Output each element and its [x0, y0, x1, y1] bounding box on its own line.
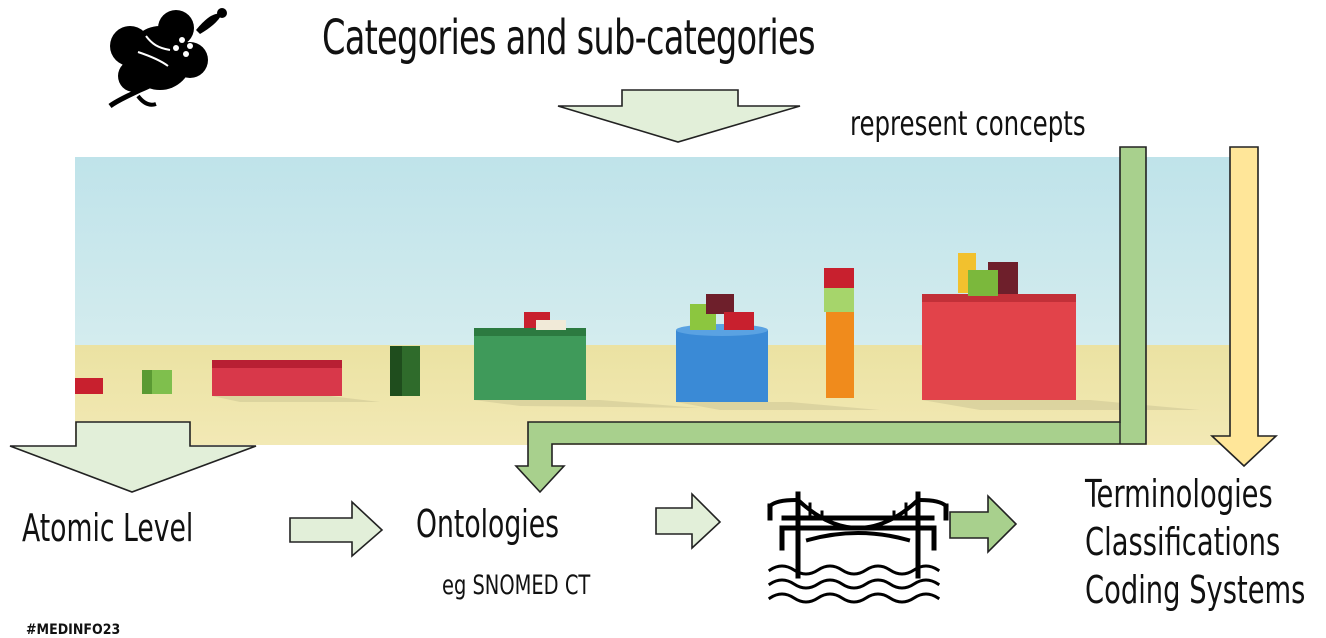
right-arrow-1 — [289, 500, 384, 558]
yellow-down-arrow — [1209, 146, 1279, 468]
output-systems-list: Terminologies Classifications Coding Sys… — [1085, 470, 1305, 614]
represent-concepts-label: represent concepts — [850, 104, 1086, 144]
ontologies-example-label: eg SNOMED CT — [442, 570, 591, 601]
output-item-coding-systems: Coding Systems — [1085, 568, 1306, 612]
atomic-level-label: Atomic Level — [22, 506, 194, 550]
blocks-photo — [75, 157, 1250, 445]
bridge-icon — [767, 491, 949, 604]
output-item-terminologies: Terminologies — [1085, 472, 1273, 516]
footer-hashtag: #MEDINFO23 — [26, 622, 121, 638]
right-arrow-3 — [949, 494, 1018, 554]
output-item-classifications: Classifications — [1085, 520, 1281, 564]
ontologies-label: Ontologies — [416, 502, 560, 546]
right-arrow-2 — [655, 492, 722, 550]
page-title: Categories and sub-categories — [322, 10, 816, 66]
hibiscus-icon — [108, 8, 227, 109]
down-arrow-atomic — [9, 421, 257, 493]
green-l-arrow — [514, 146, 1147, 494]
down-arrow-top — [557, 89, 801, 143]
